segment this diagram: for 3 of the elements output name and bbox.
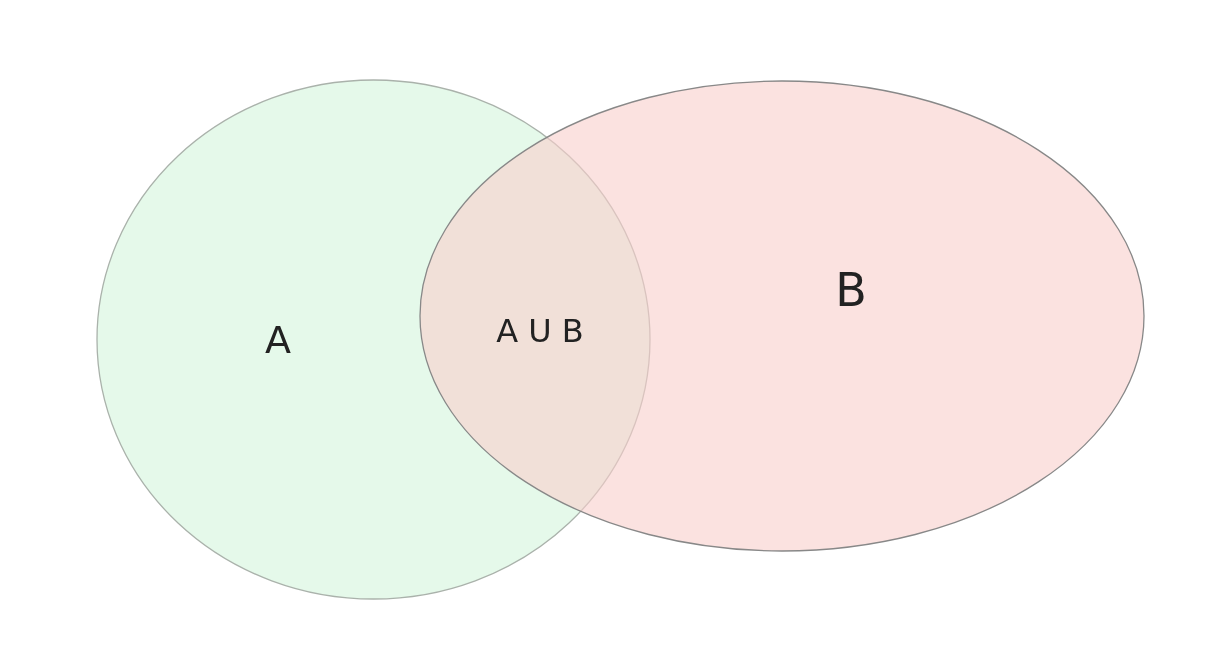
set-label: B bbox=[835, 267, 867, 313]
set-label: A bbox=[265, 321, 291, 359]
intersection-label: A U B bbox=[496, 315, 584, 347]
